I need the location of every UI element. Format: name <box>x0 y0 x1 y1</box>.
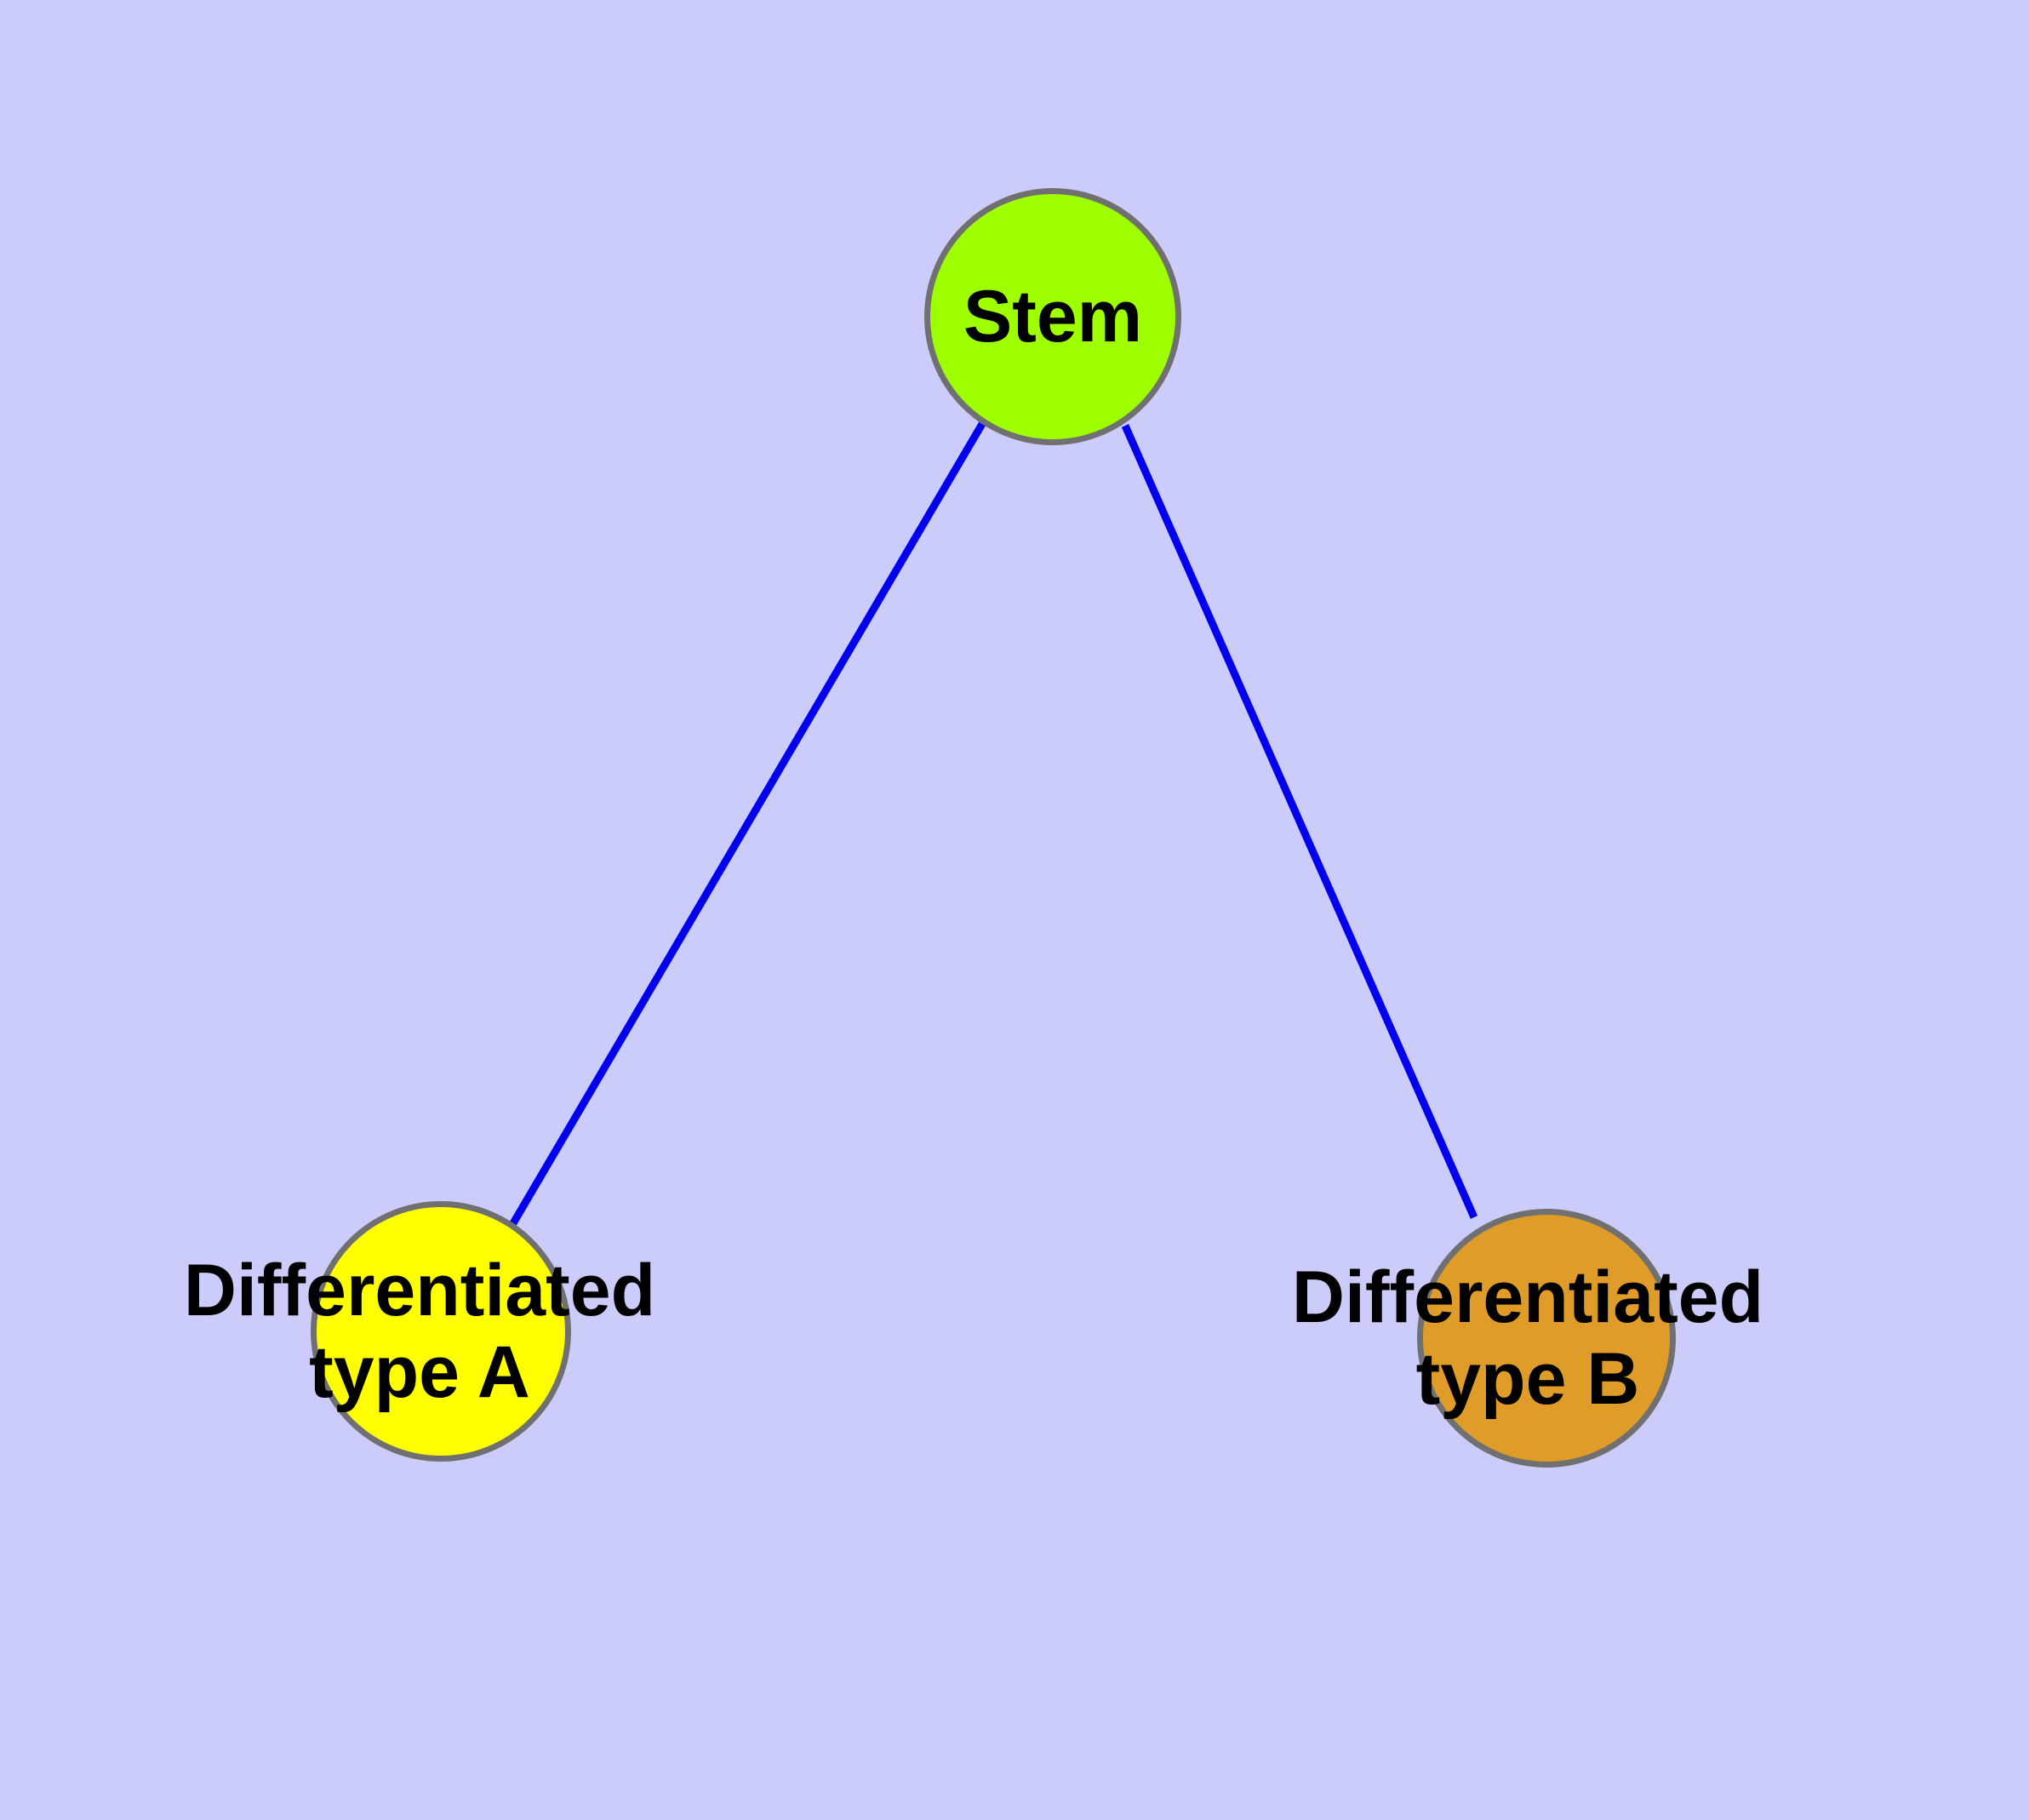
node-stem[interactable] <box>924 188 1181 445</box>
node-differentiated-type-a[interactable] <box>311 1201 571 1462</box>
edge-stem-to-differentiated-type-a[interactable] <box>510 421 986 1226</box>
node-differentiated-type-b[interactable] <box>1417 1209 1676 1468</box>
edge-stem-to-differentiated-type-b[interactable] <box>1121 424 1478 1219</box>
